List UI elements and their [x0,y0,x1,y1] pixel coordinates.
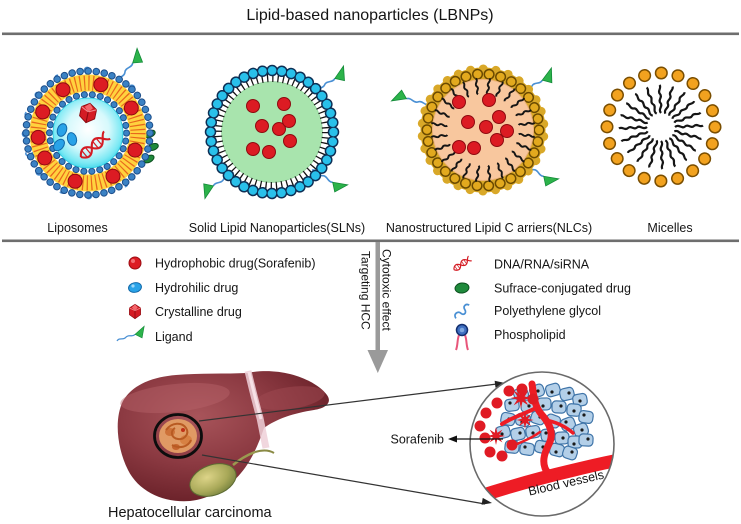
bile-duct [232,450,256,466]
cell-nucleus [518,431,522,435]
hydrophilic-drug-icon [128,282,142,293]
cell-nucleus [572,409,576,413]
sorafenib-label: Sorafenib [390,433,444,447]
cell-nucleus [582,413,586,417]
zoom-connector-lines [198,383,498,505]
sorafenib-pointer: Sorafenib [390,433,503,447]
divider-middle [2,239,739,243]
hydrophobic-drug-dots [30,77,143,189]
targeting-flow-arrow: Targeting HCC Cytotoxic effect [359,242,394,373]
cell-nucleus [578,399,582,403]
cell-nucleus [541,404,545,408]
cell-nucleus [550,390,554,394]
lipid-tail-icon [657,83,663,115]
tumor-cell [519,441,535,457]
cell-nucleus [531,431,535,435]
tumor-cell [559,386,575,402]
tumor-cell [551,400,567,414]
micelle-illustration [600,66,722,188]
legend-label: Hydrohilic drug [155,281,238,295]
hydrophobic-drug-dots [452,93,514,155]
cell-nucleus [586,437,590,441]
cell-nucleus [500,432,504,436]
tumor-cell [578,433,594,447]
blood-vessels [470,380,614,505]
tumor-site [153,413,203,459]
cell-nucleus [544,431,548,435]
micelle-label: Micelles [647,221,692,235]
cell-nucleus [536,389,540,393]
left-arrowhead-icon [448,435,457,443]
cell-nucleus [508,401,512,405]
sln-label: Solid Lipid Nanoparticles(SLNs) [189,221,365,235]
micelle-lipid-tails [617,83,705,171]
lipid-tail-icon [617,125,649,131]
dna-icon [451,255,473,273]
cell-nucleus [570,450,574,454]
hydrophilic-drug-dots [53,123,78,152]
ligand-icon [114,325,149,347]
tumor-zoom-circle: Blood vessels [469,371,615,517]
legend-label: Sufrace-conjugated drug [494,282,631,296]
legend-label: Ligand [155,330,193,344]
tumor-cell [578,410,594,424]
lipid-tail-icon [673,123,705,129]
cell-nucleus [564,420,568,424]
hydrophobic-drug-icon [128,256,142,270]
targeting-hcc-label: Targeting HCC [359,251,373,330]
figure-title: Lipid-based nanoparticles (LBNPs) [246,7,493,24]
legend-label: DNA/RNA/siRNA [494,258,590,272]
cytotoxic-effect-label: Cytotoxic effect [380,249,394,331]
cell-nucleus [580,428,584,432]
legend-right: DNA/RNA/siRNA Sufrace-conjugated drug Po… [451,255,631,351]
liver-label: Hepatocellular carcinoma [108,505,273,521]
sln-illustration [197,64,352,200]
surface-conjugated-drug-icon [454,282,470,294]
tumor-highlight-ring [153,413,203,459]
liver-illustration [117,370,329,502]
nlc-label: Nanostructured Lipid C arriers(NLCs) [386,221,592,235]
gallbladder [189,463,237,497]
liposome-label: Liposomes [47,221,107,235]
legend-label: Phospholipid [494,328,566,342]
cell-nucleus [572,442,576,446]
legend-label: Crystalline drug [155,305,242,319]
cell-nucleus [567,391,571,395]
legend-left: Hydrophobic drug(Sorafenib) Hydrohilic d… [114,256,316,347]
legend-label: Hydrophobic drug(Sorafenib) [155,257,316,271]
cell-nucleus [554,450,558,454]
lipid-tail-icon [659,139,665,171]
connector-arrowhead-icon [494,380,505,388]
crystalline-drug-icon [128,303,142,320]
cell-nucleus [561,436,565,440]
connector-arrowhead-icon [481,497,492,505]
sorafenib-dots [474,383,539,462]
tumor-cell [504,398,520,412]
legend-label: Polyethylene glycol [494,304,601,318]
liposome-illustration [21,47,159,200]
tumor-cell [561,445,579,461]
hydrophobic-drug-dots [246,97,297,159]
tumor-cell [510,426,526,442]
phospholipid-icon [455,323,469,351]
cell-nucleus [523,445,527,449]
nlc-illustration [390,64,560,196]
tumor-cell [544,382,562,398]
down-arrowhead-icon [367,350,388,373]
cell-nucleus [559,404,563,408]
polyethylene-glycol-icon [454,303,471,320]
divider-top [2,32,739,36]
